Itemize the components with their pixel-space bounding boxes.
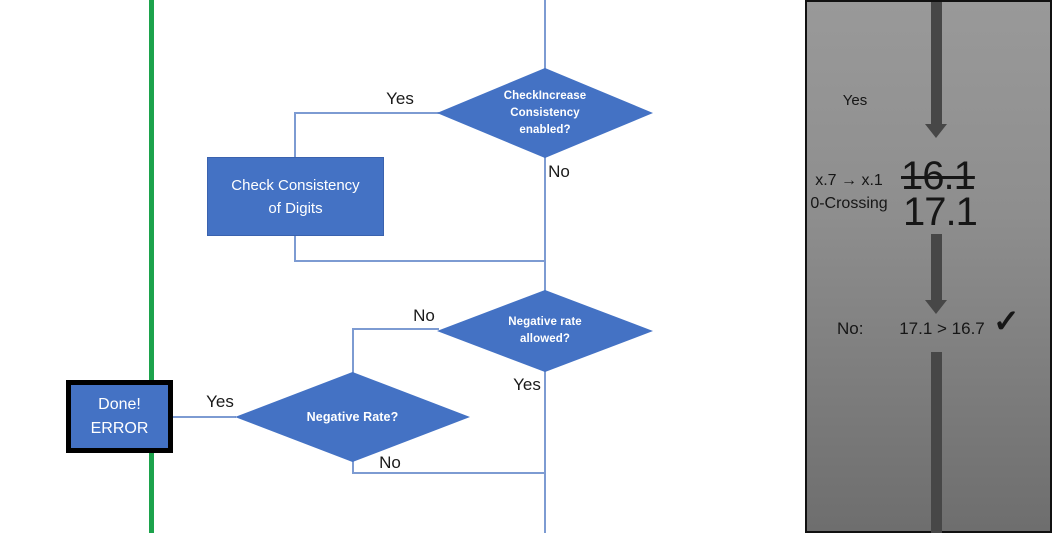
decision-checkincrease-line3: enabled? [519,123,571,136]
panel-annotation-line1: x.7 → x.1 [815,172,883,189]
terminal-done-error: Done! ERROR [66,380,173,453]
panel-annotation-line2: 0-Crossing [810,195,888,212]
connector-no-mid-horizontal [352,328,439,330]
down-arrow-2-shaft [931,234,942,300]
process-check-line2: of Digits [268,199,323,217]
label-no-top: No [548,162,570,181]
terminal-line1: Done! [98,395,141,413]
down-arrow-2-head [925,300,947,314]
decision-negative-rate-allowed: Negative rate allowed? [437,290,653,372]
panel-annotation: x.7 → x.1 0-Crossing [807,169,891,215]
decision-allowed-line2: allowed? [519,333,570,345]
decision-negative-rate: Negative Rate? [235,372,470,462]
connector-no-bottom-horizontal [352,472,546,474]
decision-allowed-line1: Negative rate [508,316,582,328]
connector-yes-left-horizontal [172,416,236,418]
decision-checkincrease-consistency: CheckIncrease Consistency enabled? [437,68,653,158]
green-vertical-line [149,0,154,533]
connector-process-down-vertical [294,234,296,262]
connector-center-vertical [544,0,546,533]
connector-process-down-horizontal [294,260,546,262]
decision-rate-line1: Negative Rate? [306,409,399,424]
panel-value-new: 17.1 [903,190,978,234]
label-no-mid: No [413,306,435,325]
connector-yes-top-horizontal [294,112,439,114]
down-arrow-1-shaft [931,2,942,124]
connector-no-mid-vertical [352,328,354,374]
down-arrow-3-shaft [931,352,942,533]
label-yes-top: Yes [386,89,414,108]
down-arrow-1-head [925,124,947,138]
checkmark-icon: ✓ [993,303,1020,339]
panel-yes-label: Yes [842,92,868,109]
panel-result-comparison: 17.1 > 16.7 [899,319,985,338]
process-check-consistency: Check Consistency of Digits [207,157,384,236]
annotation-panel: Yes x.7 → x.1 0-Crossing 16.1 17.1 No: 1… [805,0,1052,533]
label-yes-left: Yes [206,392,234,411]
decision-checkincrease-line2: Consistency [510,106,580,119]
terminal-line2: ERROR [90,419,149,437]
connector-yes-top-vertical [294,112,296,158]
decision-checkincrease-line1: CheckIncrease [503,89,587,102]
panel-result-label: No: [837,319,864,338]
panel-value-old-strikethrough: 16.1 [901,154,976,198]
connector-no-bottom-vertical [352,461,354,474]
label-yes-mid: Yes [513,375,541,394]
process-check-line1: Check Consistency [231,176,360,194]
label-no-bottom: No [379,453,401,472]
